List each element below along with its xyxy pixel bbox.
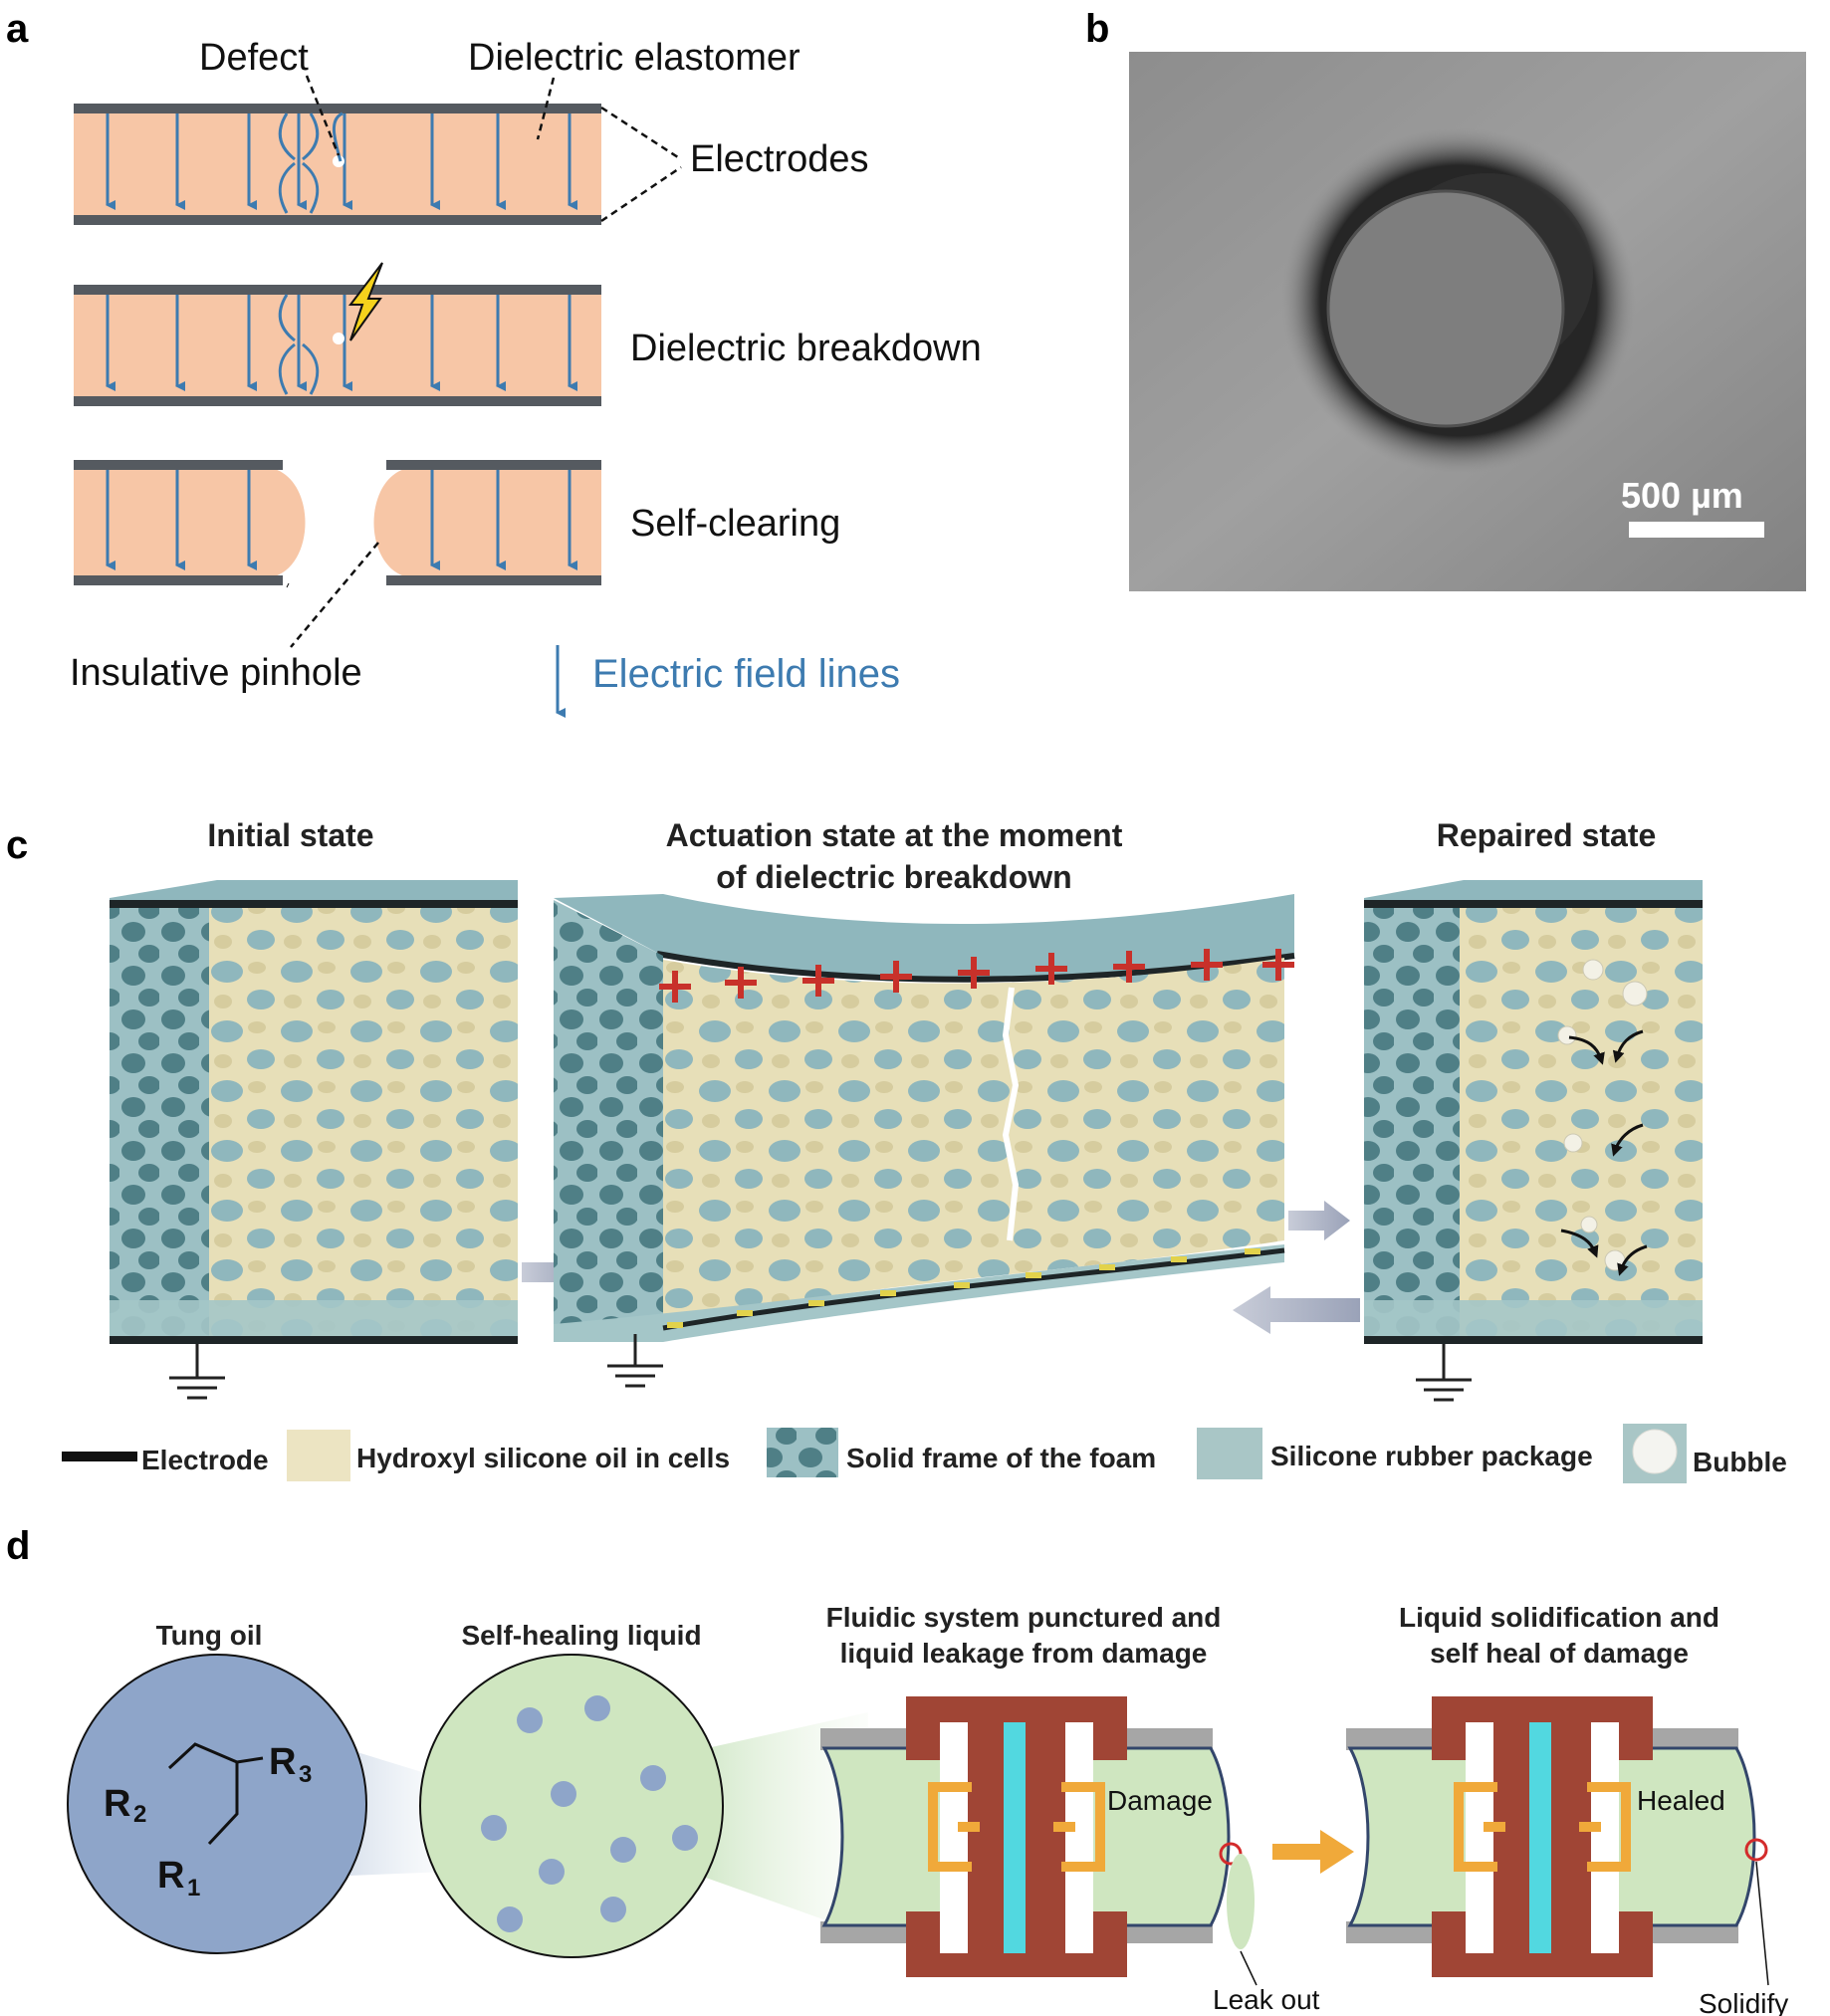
- label-dielectric-breakdown: Dielectric breakdown: [630, 328, 982, 369]
- label-r1: R: [157, 1855, 184, 1897]
- panel-label-d: d: [6, 1524, 30, 1568]
- label-healed: Healed: [1637, 1785, 1725, 1816]
- bottom-electrode: [74, 215, 601, 225]
- legend-swatch-oil: [287, 1430, 350, 1481]
- leak-drop: [1227, 1854, 1255, 1949]
- panel-label-a: a: [6, 7, 29, 51]
- label-electrodes: Electrodes: [690, 138, 869, 180]
- panel-label-c: c: [6, 823, 28, 867]
- legend-oil: Hydroxyl silicone oil in cells: [356, 1443, 730, 1473]
- label-r3-sub: 3: [299, 1761, 312, 1788]
- label-defect: Defect: [199, 37, 309, 79]
- sem-micrograph: [1129, 52, 1806, 591]
- label-self-clearing: Self-clearing: [630, 503, 840, 545]
- legend-swatch-frame: [767, 1428, 838, 1477]
- label-solidify: Solidify: [1699, 1988, 1788, 2016]
- legend-c: [62, 1424, 1687, 1483]
- title-punctured-line2: liquid leakage from damage: [840, 1638, 1208, 1669]
- arrow-right-2: [1288, 1201, 1350, 1240]
- title-actuation-line1: Actuation state at the moment: [666, 817, 1123, 853]
- label-dielectric-elastomer: Dielectric elastomer: [468, 37, 801, 79]
- legend-swatch-electrode: [62, 1452, 137, 1461]
- tung-oil-molecule: [67, 1654, 367, 1954]
- title-punctured-line1: Fluidic system punctured and: [826, 1602, 1222, 1633]
- label-r1-sub: 1: [187, 1875, 200, 1902]
- title-solid-line1: Liquid solidification and: [1399, 1602, 1719, 1633]
- zoom-beam-2: [689, 1712, 868, 1935]
- label-r2-sub: 2: [133, 1801, 146, 1828]
- legend-bubble: Bubble: [1693, 1447, 1787, 1477]
- block-initial: [110, 880, 518, 1400]
- label-r3: R: [269, 1741, 296, 1783]
- label-damage: Damage: [1107, 1785, 1213, 1816]
- capacitor-self-clearing: [74, 460, 601, 585]
- legend-rubber: Silicone rubber package: [1270, 1441, 1593, 1471]
- label-insulative-pinhole: Insulative pinhole: [70, 652, 362, 694]
- arrow-heal: [1272, 1830, 1354, 1874]
- panel-label-b: b: [1085, 7, 1109, 51]
- title-tung-oil: Tung oil: [156, 1620, 263, 1651]
- title-actuation-line2: of dielectric breakdown: [716, 859, 1071, 895]
- breakdown-crack: [1002, 987, 1020, 1241]
- positive-charges: [659, 949, 1294, 1003]
- bubbles: [1557, 959, 1648, 1271]
- healed-marker: [1744, 1838, 1768, 1862]
- fluidic-system-punctured: [820, 1696, 1258, 1986]
- scale-bar: [1629, 522, 1764, 538]
- title-repaired-state: Repaired state: [1437, 817, 1657, 853]
- block-repaired: [1364, 880, 1703, 1402]
- label-r2: R: [104, 1783, 130, 1825]
- title-solid-line2: self heal of damage: [1430, 1638, 1689, 1669]
- defect-dot: [333, 155, 344, 167]
- self-healing-liquid-circle: [419, 1654, 724, 1958]
- label-electric-field-lines: Electric field lines: [592, 652, 900, 696]
- title-initial-state: Initial state: [207, 817, 373, 853]
- negative-charges: [667, 1248, 1260, 1328]
- block-actuation: [554, 894, 1295, 1388]
- capacitor-intact: [74, 104, 601, 225]
- bubble-icon: [1632, 1429, 1678, 1474]
- fluidic-system-healed: [1346, 1696, 1769, 1986]
- legend-swatch-rubber: [1197, 1428, 1262, 1479]
- top-electrode: [74, 104, 601, 113]
- title-self-healing: Self-healing liquid: [461, 1620, 701, 1651]
- lightning-icon: [347, 262, 383, 341]
- label-leak-out: Leak out: [1213, 1984, 1320, 2015]
- legend-electrode: Electrode: [141, 1445, 269, 1475]
- legend-frame: Solid frame of the foam: [846, 1443, 1156, 1473]
- scale-bar-label: 500 µm: [1621, 475, 1743, 516]
- arrow-left: [1233, 1286, 1360, 1334]
- capacitor-breakdown: [74, 262, 601, 406]
